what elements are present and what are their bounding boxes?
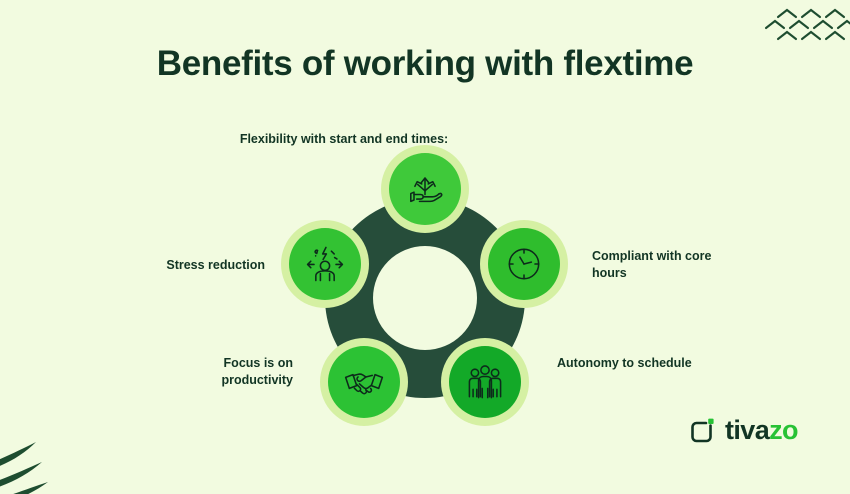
label-core-hours: Compliant with core hours — [592, 249, 712, 280]
page-title: Benefits of working with flextime — [156, 44, 694, 83]
wheel-node-core-hours[interactable] — [480, 220, 568, 308]
wheel-node-flexibility[interactable] — [381, 145, 469, 233]
wheel-node-flexibility-circle — [389, 153, 461, 225]
wheel-node-productivity[interactable] — [320, 338, 408, 426]
wheel-node-autonomy[interactable] — [441, 338, 529, 426]
chevron-pattern-decoration — [764, 8, 850, 41]
wheel-node-productivity-circle — [328, 346, 400, 418]
tivazo-logo[interactable]: tivazo — [690, 415, 799, 445]
wheel-center-hole — [373, 246, 477, 350]
diagonal-strokes-decoration — [0, 442, 48, 494]
stressed-person-icon — [306, 246, 344, 282]
label-autonomy: Autonomy to schedule — [557, 356, 692, 370]
wheel-node-stress-circle — [289, 228, 361, 300]
wheel-node-autonomy-circle — [449, 346, 521, 418]
benefits-wheel — [275, 145, 575, 448]
label-productivity: Focus is on productivity — [221, 356, 293, 387]
logo-wordmark: tivazo — [725, 415, 799, 445]
wheel-node-stress[interactable] — [281, 220, 369, 308]
wheel-node-core-hours-circle — [488, 228, 560, 300]
handshake-icon — [344, 373, 384, 395]
logo-wordmark-part2: zo — [769, 415, 798, 445]
group-of-people-icon — [468, 365, 502, 399]
clock-icon — [508, 248, 540, 280]
rounded-square-notch-icon — [691, 418, 714, 443]
logo-wordmark-part1: tiva — [725, 415, 770, 445]
hand-holding-arrows-icon — [410, 177, 443, 203]
label-flexibility: Flexibility with start and end times: — [239, 132, 449, 146]
label-stress-reduction: Stress reduction — [166, 258, 265, 272]
